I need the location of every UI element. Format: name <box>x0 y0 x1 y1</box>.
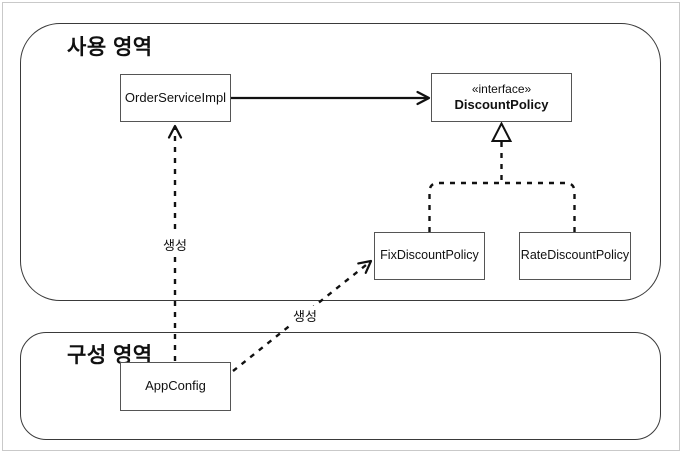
node-order-service-impl: OrderServiceImpl <box>120 74 231 122</box>
node-discount-policy: «interface» DiscountPolicy <box>431 73 572 122</box>
edge-label-create-order: 생성 <box>153 235 197 254</box>
region-usage-title: 사용 영역 <box>67 36 153 59</box>
edge-realization-branch <box>428 181 576 232</box>
node-discount-policy-stereotype: «interface» <box>471 81 532 96</box>
node-order-service-label: OrderServiceImpl <box>124 89 227 105</box>
node-rate-discount-label: RateDiscountPolicy <box>520 248 630 263</box>
node-rate-discount-policy: RateDiscountPolicy <box>519 232 631 280</box>
region-config-title: 구성 영역 <box>67 344 153 367</box>
node-fix-discount-policy: FixDiscountPolicy <box>374 232 485 280</box>
node-discount-policy-label: DiscountPolicy <box>454 96 549 112</box>
node-app-config: AppConfig <box>120 362 231 411</box>
node-fix-discount-label: FixDiscountPolicy <box>380 248 479 263</box>
node-app-config-label: AppConfig <box>145 378 206 394</box>
realization-triangle-icon <box>490 121 513 142</box>
edge-label-create-fix: 생성 <box>283 306 327 325</box>
